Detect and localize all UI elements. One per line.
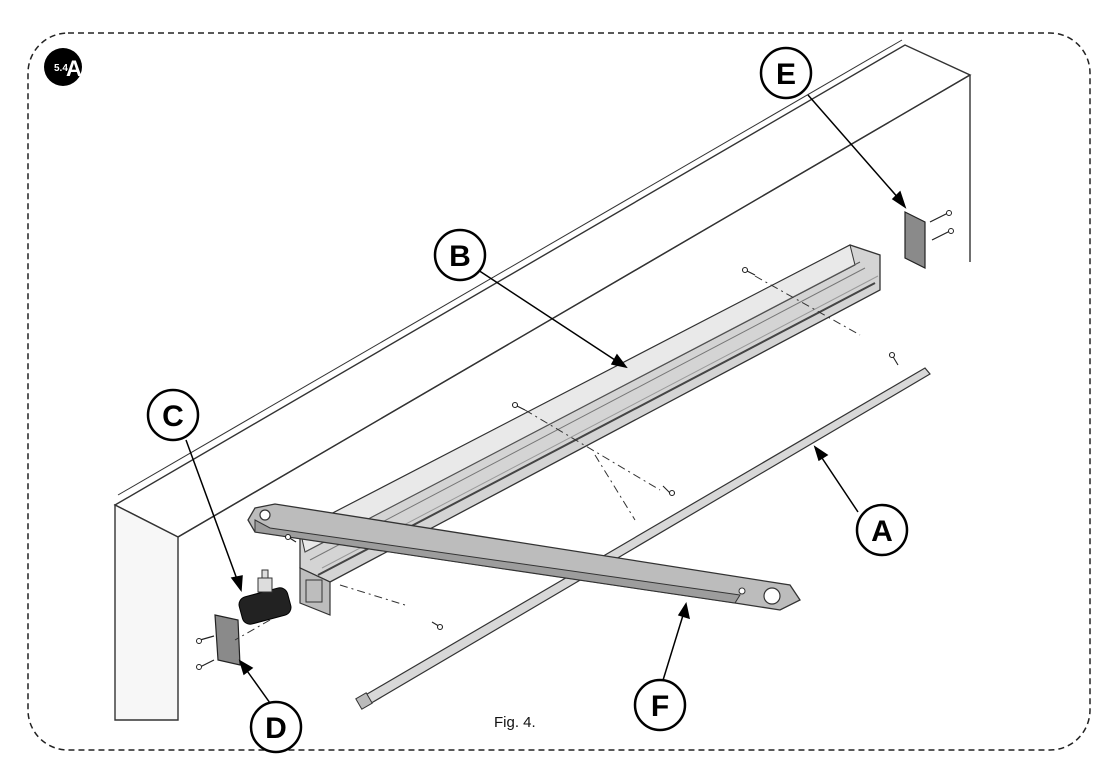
door-frame <box>113 39 972 721</box>
badge-letter: A <box>66 56 82 81</box>
callout-f: F <box>633 678 687 732</box>
callout-d-label: D <box>265 712 287 745</box>
callout-a-label: A <box>871 515 893 548</box>
arm <box>247 503 801 611</box>
callout-c-label: C <box>162 400 184 433</box>
screws <box>284 266 899 631</box>
callout-b-label: B <box>449 240 471 273</box>
callout-c: C <box>146 388 200 442</box>
end-plate-left <box>196 614 241 670</box>
dashed-frame <box>27 32 1091 751</box>
callout-a: A <box>855 503 909 557</box>
end-plate-right <box>904 210 954 269</box>
callout-e-label: E <box>776 58 796 91</box>
rod <box>355 367 931 710</box>
badge-number: 5.4 <box>54 63 68 74</box>
alignment-lines <box>234 275 861 641</box>
figure-caption: Fig. 4. <box>494 714 536 731</box>
callout-f-label: F <box>651 690 669 723</box>
rail-profile <box>299 244 881 616</box>
tensioner-part <box>238 569 292 625</box>
callout-d: D <box>249 700 303 754</box>
callout-b: B <box>433 228 487 282</box>
section-badge: 5.4 A <box>44 48 82 86</box>
leader-lines <box>185 94 907 711</box>
callout-e: E <box>759 46 813 100</box>
